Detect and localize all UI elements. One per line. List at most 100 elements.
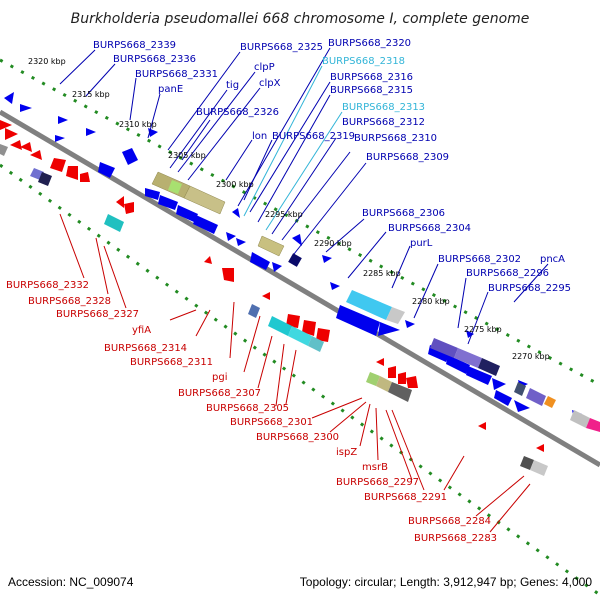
- reverse-gene[interactable]: [286, 314, 300, 328]
- gene-label[interactable]: BURPS668_2313: [342, 102, 425, 113]
- gene-box-cyan[interactable]: [346, 290, 392, 320]
- gene-box-teal[interactable]: [104, 214, 124, 232]
- gene-label[interactable]: clpP: [254, 62, 275, 73]
- forward-gene[interactable]: [272, 262, 282, 272]
- forward-gene[interactable]: [492, 378, 506, 390]
- gene-label[interactable]: pncA: [540, 254, 565, 265]
- gene-box-purple[interactable]: [454, 348, 482, 368]
- forward-gene[interactable]: [405, 320, 415, 328]
- gene-label[interactable]: BURPS668_2309: [366, 152, 449, 163]
- gene-label[interactable]: pgi: [212, 372, 227, 383]
- reverse-gene[interactable]: [10, 140, 22, 150]
- reverse-gene[interactable]: [80, 172, 90, 182]
- forward-gene[interactable]: [288, 253, 302, 267]
- gene-box-steel[interactable]: [248, 304, 260, 318]
- gene-box-teal[interactable]: [288, 326, 312, 346]
- forward-gene[interactable]: [20, 104, 32, 112]
- forward-gene[interactable]: [250, 252, 270, 270]
- gene-label[interactable]: BURPS668_2307: [178, 388, 261, 399]
- forward-gene[interactable]: [514, 400, 530, 412]
- forward-gene[interactable]: [466, 330, 474, 338]
- forward-gene[interactable]: [378, 322, 400, 336]
- forward-gene[interactable]: [122, 148, 138, 165]
- reverse-gene[interactable]: [66, 166, 78, 180]
- gene-label[interactable]: BURPS668_2301: [230, 417, 313, 428]
- gene-label[interactable]: clpX: [259, 78, 281, 89]
- gene-label[interactable]: BURPS668_2332: [6, 280, 89, 291]
- forward-gene[interactable]: [494, 390, 512, 406]
- gene-label[interactable]: ispZ: [336, 447, 357, 458]
- forward-gene[interactable]: [86, 128, 96, 136]
- gene-label[interactable]: BURPS668_2315: [330, 85, 413, 96]
- gene-label[interactable]: BURPS668_2305: [206, 403, 289, 414]
- reverse-gene[interactable]: [302, 320, 316, 336]
- gene-label[interactable]: BURPS668_2312: [342, 117, 425, 128]
- forward-gene[interactable]: [236, 238, 246, 246]
- gene-box-gray[interactable]: [520, 456, 534, 470]
- gene-box-purple[interactable]: [430, 338, 458, 358]
- reverse-gene[interactable]: [222, 268, 234, 282]
- gene-label[interactable]: BURPS668_2311: [130, 357, 213, 368]
- reverse-gene[interactable]: [20, 142, 32, 152]
- reverse-gene[interactable]: [398, 372, 406, 384]
- gene-box-gray[interactable]: [514, 382, 526, 396]
- gene-label[interactable]: BURPS668_2297: [336, 477, 419, 488]
- reverse-gene[interactable]: [536, 444, 544, 452]
- gene-box-lime[interactable]: [168, 180, 182, 194]
- gene-box-navy[interactable]: [478, 358, 500, 376]
- reverse-gene[interactable]: [5, 128, 18, 140]
- forward-gene[interactable]: [145, 188, 160, 200]
- gene-label[interactable]: BURPS668_2328: [28, 296, 111, 307]
- reverse-gene[interactable]: [116, 196, 124, 208]
- gene-label[interactable]: panE: [158, 84, 183, 95]
- gene-label[interactable]: msrB: [362, 462, 388, 473]
- gene-label[interactable]: BURPS668_2304: [388, 223, 471, 234]
- reverse-gene[interactable]: [316, 328, 330, 342]
- gene-label[interactable]: BURPS668_2283: [414, 533, 497, 544]
- reverse-gene[interactable]: [478, 422, 486, 430]
- gene-label[interactable]: BURPS668_2319: [272, 131, 355, 142]
- gene-box-lime[interactable]: [366, 372, 380, 386]
- gene-label[interactable]: yfiA: [132, 325, 151, 336]
- forward-gene[interactable]: [226, 232, 236, 241]
- gene-box-gray[interactable]: [0, 144, 8, 156]
- gene-label[interactable]: BURPS668_2310: [354, 133, 437, 144]
- forward-gene[interactable]: [158, 195, 178, 210]
- forward-gene[interactable]: [4, 92, 14, 104]
- reverse-gene[interactable]: [376, 358, 384, 366]
- gene-box-olive[interactable]: [257, 235, 285, 257]
- gene-box-orange[interactable]: [544, 396, 556, 408]
- gene-label[interactable]: BURPS668_2326: [196, 107, 279, 118]
- forward-gene[interactable]: [292, 234, 302, 246]
- reverse-gene[interactable]: [30, 150, 42, 160]
- forward-gene[interactable]: [98, 162, 115, 178]
- reverse-gene[interactable]: [50, 158, 66, 172]
- gene-label[interactable]: BURPS668_2296: [466, 268, 549, 279]
- forward-gene[interactable]: [466, 366, 492, 385]
- reverse-gene[interactable]: [406, 376, 418, 388]
- gene-label[interactable]: BURPS668_2314: [104, 343, 187, 354]
- gene-label[interactable]: BURPS668_2336: [113, 54, 196, 65]
- gene-label[interactable]: BURPS668_2300: [256, 432, 339, 443]
- forward-gene[interactable]: [58, 116, 68, 124]
- gene-label[interactable]: BURPS668_2331: [135, 69, 218, 80]
- forward-gene[interactable]: [176, 205, 198, 222]
- gene-label[interactable]: BURPS668_2284: [408, 516, 491, 527]
- gene-box-lightgray[interactable]: [386, 307, 405, 324]
- forward-gene[interactable]: [336, 305, 380, 336]
- gene-box-gray[interactable]: [570, 410, 590, 428]
- gene-label[interactable]: BURPS668_2318: [322, 56, 405, 67]
- gene-box-teal[interactable]: [308, 336, 324, 352]
- reverse-gene[interactable]: [0, 120, 12, 130]
- gene-label[interactable]: tig: [226, 80, 239, 91]
- reverse-gene[interactable]: [124, 202, 134, 214]
- gene-box-navy[interactable]: [38, 172, 52, 186]
- gene-label[interactable]: BURPS668_2295: [488, 283, 571, 294]
- reverse-gene[interactable]: [204, 256, 212, 264]
- reverse-gene[interactable]: [388, 366, 396, 378]
- forward-gene[interactable]: [55, 135, 65, 142]
- gene-label[interactable]: BURPS668_2327: [56, 309, 139, 320]
- gene-box-olive[interactable]: [376, 376, 392, 392]
- gene-box-gray[interactable]: [388, 382, 412, 402]
- gene-label[interactable]: BURPS668_2339: [93, 40, 176, 51]
